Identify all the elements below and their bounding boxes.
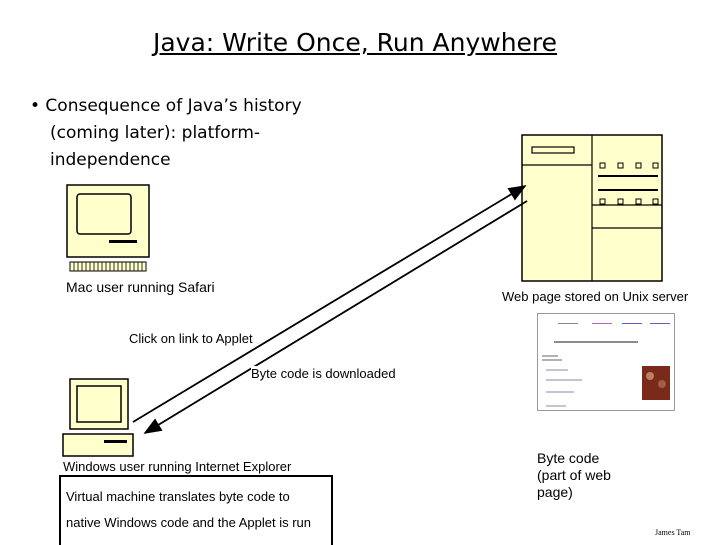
thumb-tab-3 (622, 318, 642, 324)
thumb-tab-2 (592, 318, 612, 324)
author-credit: James Tam (655, 528, 691, 537)
slide-title: Java: Write Once, Run Anywhere (152, 28, 558, 57)
vm-line-1: Virtual machine translates byte code to (66, 489, 290, 504)
bullet-line-3: independence (50, 150, 171, 170)
bytecode-download-label: Byte code is downloaded (251, 366, 396, 381)
unix-server-icon (521, 134, 663, 282)
bytecode-label: Byte code (part of web page) (537, 450, 647, 501)
thumb-content (542, 341, 670, 407)
bytecode-arrow (143, 200, 528, 434)
bytecode-line-2: (part of web (537, 467, 611, 483)
web-server-label: Web page stored on Unix server (502, 289, 689, 304)
request-arrow (132, 185, 527, 423)
virtual-machine-box: Virtual machine translates byte code to … (59, 475, 333, 545)
bullet-point: • Consequence of Java’s history (coming … (30, 93, 330, 174)
vm-line-2: native Windows code and the Applet is ru… (66, 515, 311, 530)
bullet-line-2: (coming later): platform- (50, 123, 261, 143)
mac-user-label: Mac user running Safari (66, 279, 215, 295)
thumb-tab-1 (558, 318, 578, 324)
thumb-tab-4 (650, 318, 670, 324)
web-page-thumbnail (537, 313, 675, 411)
bytecode-line-1: Byte code (537, 450, 600, 466)
click-link-label: Click on link to Applet (129, 331, 253, 346)
bullet-line-1: • Consequence of Java’s history (30, 96, 302, 116)
windows-user-label: Windows user running Internet Explorer (63, 459, 292, 474)
windows-pc-icon (62, 378, 134, 457)
mac-computer-icon (66, 184, 150, 272)
bytecode-line-3: page) (537, 484, 573, 500)
